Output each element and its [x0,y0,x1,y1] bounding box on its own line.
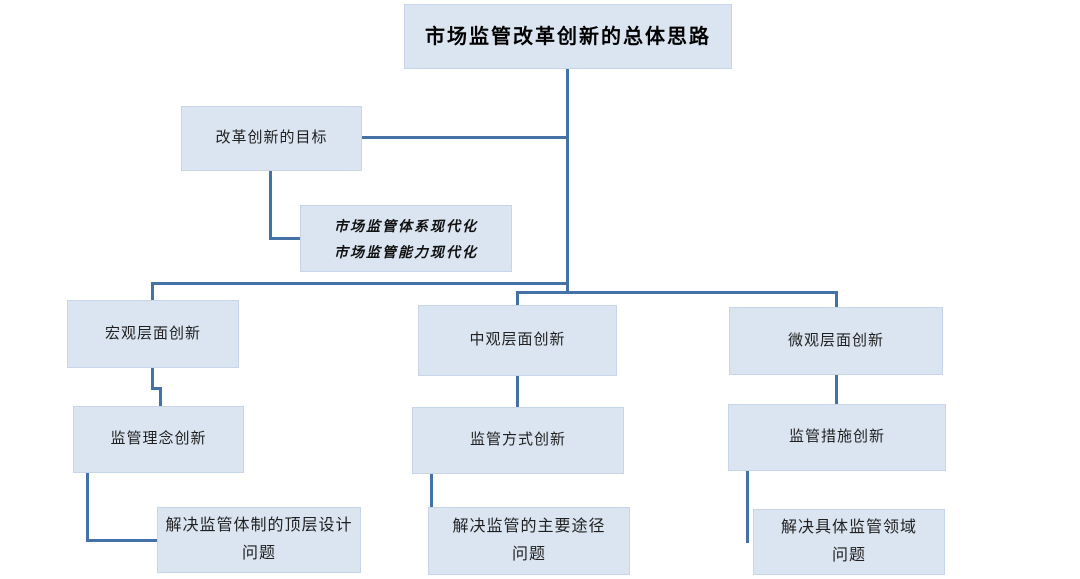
level-box-meso: 中观层面创新 [418,305,617,376]
innovation-box-idea: 监管理念创新 [73,406,244,473]
innovation-label-idea: 监管理念创新 [110,430,207,448]
connector-idea-problem-horizontal [86,539,157,542]
title-text: 市场监管改革创新的总体思路 [425,25,711,48]
connector-idea-problem-vertical [86,473,89,542]
connector-macro-idea-seg3 [159,387,162,406]
problem-macro-line-2: 问题 [241,545,276,562]
connector-macro-idea-seg2 [151,387,162,390]
connector-goal-detail-vertical [269,171,272,240]
problem-box-macro: 解决监管体制的顶层设计 问题 [157,507,361,573]
level-box-micro: 微观层面创新 [729,307,943,375]
level-label-meso: 中观层面创新 [469,331,566,349]
problem-meso-line-1: 解决监管的主要途径 [452,518,606,535]
goal-box: 改革创新的目标 [181,106,362,171]
level-label-micro: 微观层面创新 [787,331,884,349]
connector-method-problem [430,474,433,508]
goal-detail-line-2: 市场监管能力现代化 [334,243,478,260]
connector-meso-stub [516,291,519,306]
connector-macro-stub [151,282,154,300]
goal-detail-line-1: 市场监管体系现代化 [334,217,478,234]
connector-meso-method [516,376,519,407]
connector-goal-detail-horizontal [269,237,302,240]
level-label-macro: 宏观层面创新 [104,324,201,342]
title-box: 市场监管改革创新的总体思路 [404,4,732,69]
connector-micro-stub [835,291,838,308]
innovation-label-measure: 监管措施创新 [788,428,885,446]
problem-box-meso: 解决监管的主要途径 问题 [428,507,630,575]
problem-micro-line-1: 解决具体监管领域 [780,519,917,536]
connector-micro-measure [835,375,838,404]
connector-branch-left-horizontal [151,282,569,285]
problem-box-micro: 解决具体监管领域 问题 [753,509,945,575]
innovation-label-method: 监管方式创新 [469,431,566,449]
problem-micro-line-2: 问题 [831,547,866,564]
connector-macro-idea-seg1 [151,368,154,390]
problem-macro-line-1: 解决监管体制的顶层设计 [165,517,353,534]
connector-center-spine [566,69,569,294]
innovation-box-method: 监管方式创新 [412,407,624,474]
innovation-box-measure: 监管措施创新 [728,404,946,471]
connector-goal-horizontal [362,136,568,139]
level-box-macro: 宏观层面创新 [67,300,239,368]
goal-label: 改革创新的目标 [215,129,328,147]
connector-measure-problem [746,471,749,543]
problem-meso-line-2: 问题 [511,546,546,563]
goal-detail-box: 市场监管体系现代化 市场监管能力现代化 [300,205,512,272]
connector-branch-right-horizontal [516,291,838,294]
